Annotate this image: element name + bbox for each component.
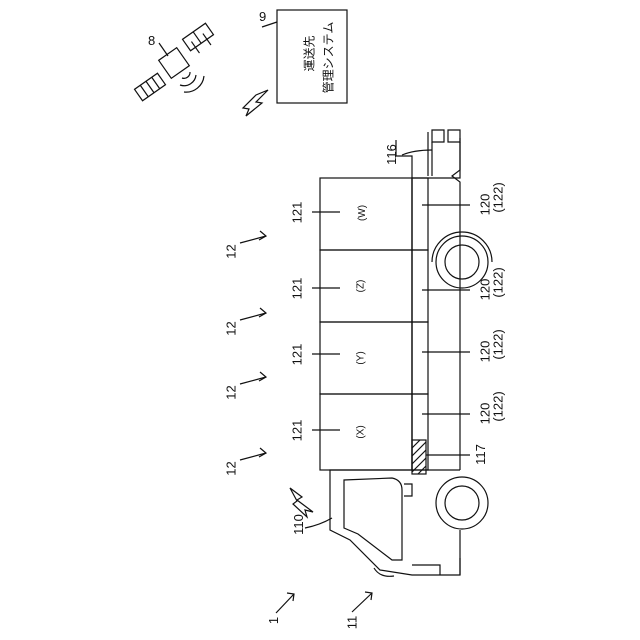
management-title-1: 運送先 — [303, 35, 318, 71]
box-ref-z: 121 — [290, 278, 303, 300]
group-ref-x: 12 — [225, 461, 238, 475]
box-ref-y: 121 — [290, 344, 303, 366]
overall-ref: 1 — [267, 617, 280, 624]
group-ref-y: 12 — [225, 385, 238, 399]
management-ref: 9 — [259, 10, 266, 23]
device-117 — [412, 440, 426, 474]
group-ref-z: 12 — [225, 321, 238, 335]
satellite-ref: 8 — [148, 34, 155, 47]
cab-ref: 110 — [292, 514, 305, 535]
pallet-sub-z: (122) — [492, 267, 505, 297]
pallet-z — [412, 250, 428, 322]
bed-ref: 116 — [385, 144, 398, 165]
satellite-icon — [135, 23, 214, 101]
box-ref-x: 121 — [290, 420, 303, 442]
pallet-sub-x: (122) — [492, 391, 505, 421]
device-ref: 117 — [474, 444, 487, 465]
truck-body — [330, 130, 492, 576]
box-ref-w: 121 — [290, 202, 303, 224]
signal-lightning-icon — [243, 90, 268, 116]
pallet-sub-y: (122) — [492, 329, 505, 359]
group-ref-w: 12 — [225, 244, 238, 258]
pallet-ref-z: 120 — [478, 279, 491, 301]
box-label-z: (Z) — [356, 280, 366, 293]
pallet-sub-w: (122) — [492, 182, 505, 212]
signal-lightning-icon-2 — [290, 488, 313, 517]
box-label-x: (X) — [357, 425, 367, 438]
pallet-y — [412, 322, 428, 394]
truck-ref: 11 — [345, 616, 358, 630]
containers-group — [320, 178, 428, 470]
pallet-w — [412, 178, 428, 250]
pallet-ref-y: 120 — [478, 341, 491, 363]
management-title-2: 管理システム — [321, 22, 336, 94]
pallet-ref-w: 120 — [478, 194, 491, 216]
pallet-ref-x: 120 — [478, 403, 491, 425]
box-label-w: (W) — [358, 205, 368, 221]
box-label-y: (Y) — [357, 351, 367, 364]
